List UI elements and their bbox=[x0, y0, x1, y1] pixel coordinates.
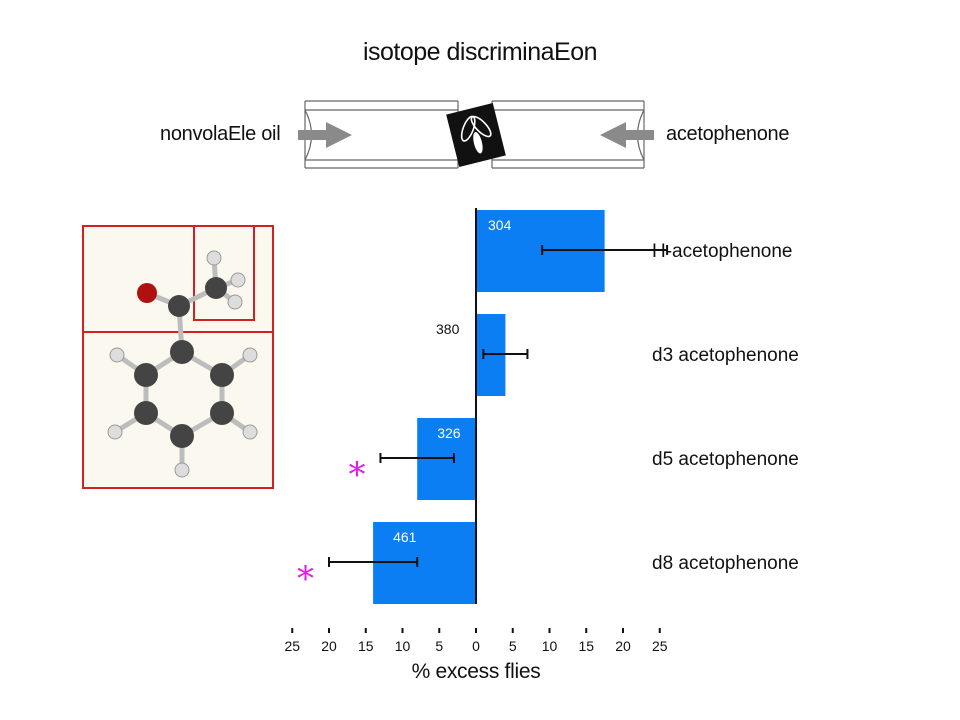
x-tick-label: 25 bbox=[284, 638, 300, 654]
methyl-group-box bbox=[193, 225, 255, 321]
x-tick-label: 5 bbox=[509, 638, 517, 654]
left-tube-label: nonvolaEle oil bbox=[160, 123, 281, 145]
category-label: d5 acetophenone bbox=[652, 449, 799, 470]
category-label: H-acetophenone bbox=[652, 241, 793, 262]
t-maze-apparatus bbox=[298, 100, 654, 169]
x-tick-label: 25 bbox=[652, 638, 668, 654]
x-axis-title: % excess flies bbox=[411, 660, 541, 683]
significance-asterisk: * bbox=[297, 559, 314, 599]
x-tick-label: 20 bbox=[615, 638, 631, 654]
data-label: 304 bbox=[488, 217, 512, 233]
data-label: 326 bbox=[437, 425, 461, 441]
left-arrow-icon bbox=[298, 122, 352, 148]
x-tick-label: 15 bbox=[358, 638, 374, 654]
data-label: 380 bbox=[436, 321, 460, 337]
x-tick-label: 15 bbox=[578, 638, 594, 654]
fly-icon bbox=[446, 102, 506, 168]
x-tick-label: 5 bbox=[435, 638, 443, 654]
x-tick-label: 0 bbox=[472, 638, 480, 654]
right-tube-label: acetophenone bbox=[666, 123, 790, 145]
right-arrow-icon bbox=[600, 122, 654, 148]
acetophenone-model-icon bbox=[107, 250, 258, 478]
category-label: d3 acetophenone bbox=[652, 345, 799, 366]
molecule-panel bbox=[82, 225, 274, 489]
x-tick-label: 10 bbox=[395, 638, 411, 654]
data-label: 461 bbox=[393, 529, 417, 545]
x-tick-label: 10 bbox=[542, 638, 558, 654]
significance-asterisk: * bbox=[348, 455, 365, 495]
x-tick-label: 20 bbox=[321, 638, 337, 654]
chart-title: isotope discriminaEon bbox=[362, 38, 598, 66]
category-label: d8 acetophenone bbox=[652, 553, 799, 574]
